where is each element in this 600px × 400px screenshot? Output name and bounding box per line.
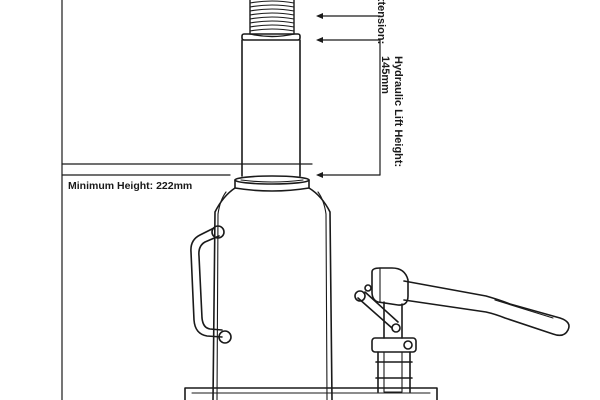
extension-label-line1: Extension: [375,0,387,45]
ram-piston [241,33,301,177]
extension-arrow [316,13,323,19]
hydraulic-lift-label: Hydraulic Lift Height: 145mm [378,56,404,167]
extension-screw [249,0,295,38]
extension-label-line2: m [361,0,374,44]
hydraulic-lift-label-line2: 145mm [379,56,391,94]
extension-label: Extension: m [361,0,387,44]
hydraulic-lift-label-line1: Hydraulic Lift Height: [392,56,404,168]
carry-handle [190,225,232,344]
lift-top-arrow [316,37,323,43]
bottle-collar [234,175,310,192]
lift-bottom-arrow [316,172,323,178]
bottle-body [212,187,333,400]
minimum-height-label: Minimum Height: 222mm [68,180,193,192]
pump-assembly [354,267,570,393]
base-plate [184,387,438,400]
